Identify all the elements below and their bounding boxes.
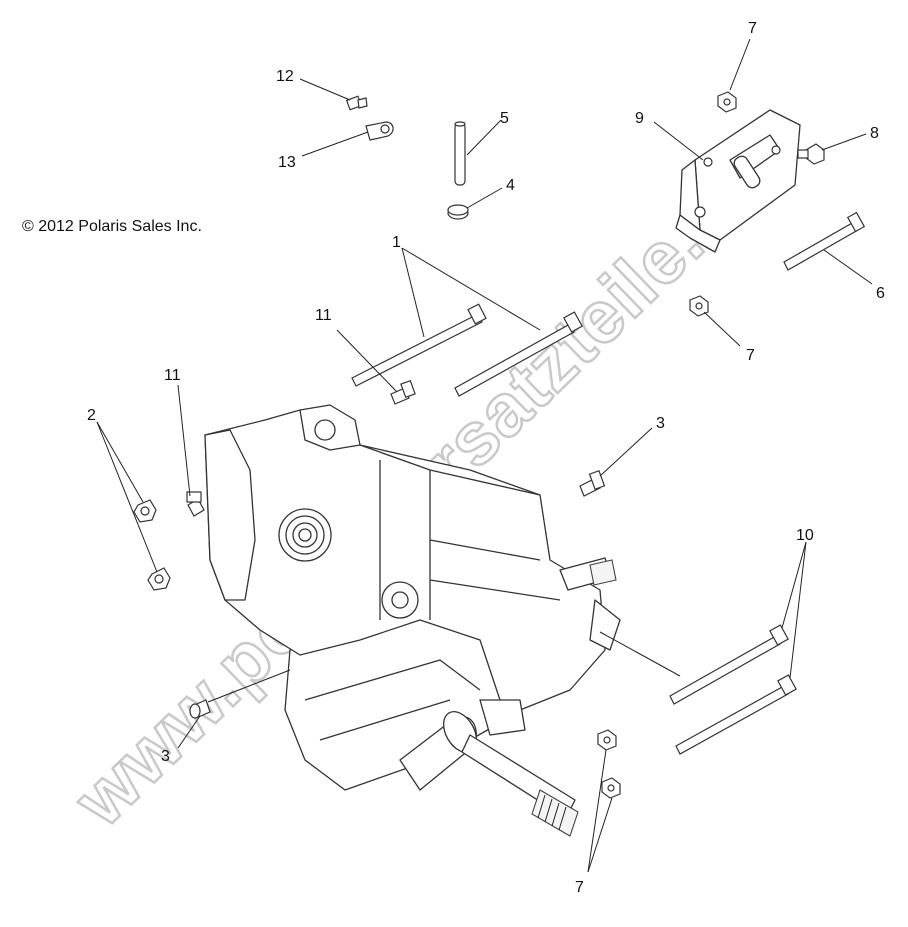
callout-11-upper: 11 (315, 307, 332, 324)
part-9-bracket: 9 (635, 109, 801, 253)
callout-10: 10 (796, 527, 814, 544)
callout-4: 4 (506, 177, 515, 194)
callout-5: 5 (500, 110, 509, 127)
part-6-bolt: 6 (783, 211, 885, 302)
callout-7-top: 7 (748, 20, 757, 37)
part-12-screw: 12 (276, 68, 368, 111)
transmission-housing (204, 404, 621, 837)
callout-12: 12 (276, 68, 294, 85)
copyright-notice: © 2012 Polaris Sales Inc. (22, 218, 202, 235)
callout-8: 8 (870, 125, 879, 142)
callout-3-lower: 3 (161, 748, 170, 765)
part-3-bolt-right: 3 (579, 415, 665, 497)
callout-6: 6 (876, 285, 885, 302)
callout-13: 13 (278, 154, 296, 171)
part-10-long-bolts: 10 (599, 527, 814, 755)
part-13-clamp: 13 (278, 121, 394, 171)
part-7-nut-middle: 7 (689, 295, 755, 364)
part-3-bolt-lower: 3 (161, 669, 291, 765)
callout-1: 1 (392, 234, 401, 251)
callout-7-middle: 7 (746, 347, 755, 364)
part-7-nuts-bottom: 7 (575, 729, 621, 896)
part-11-bolt-left: 11 (164, 367, 205, 517)
part-2-nuts: 2 (87, 407, 171, 591)
callout-7-bottom: 7 (575, 879, 584, 896)
part-8-bolt: 8 (797, 125, 879, 165)
part-7-nut-top: 7 (717, 20, 757, 113)
bearing-seal (278, 508, 332, 562)
part-4-ring: 4 (447, 177, 515, 220)
callout-2: 2 (87, 407, 96, 424)
part-5-pin: 5 (454, 110, 509, 186)
callout-11-left: 11 (164, 367, 181, 384)
part-11-bolt-upper: 11 (315, 307, 416, 405)
callout-3-right: 3 (656, 415, 665, 432)
part-1-long-bolts: 1 (351, 234, 583, 397)
callout-9: 9 (635, 110, 644, 127)
